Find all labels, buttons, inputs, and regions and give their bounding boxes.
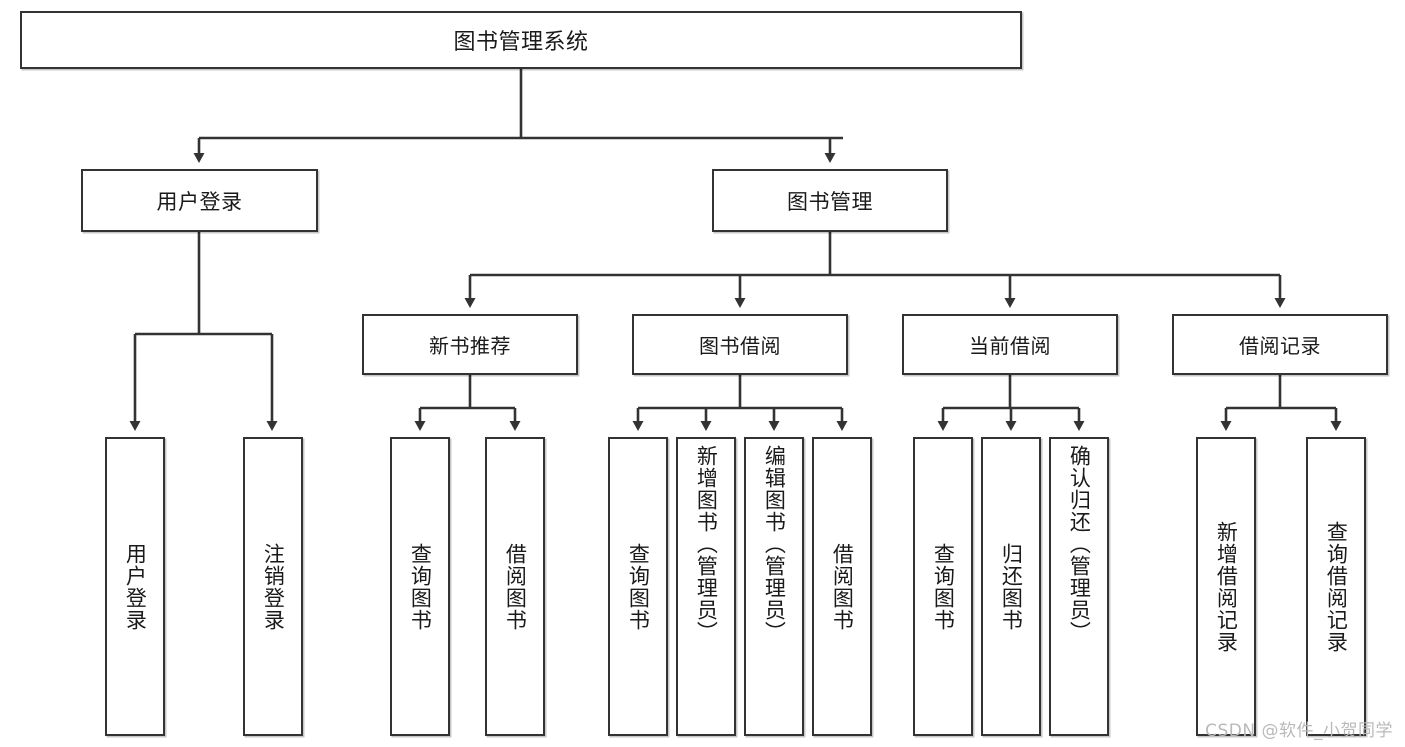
node-user-login-label: 用户登录 bbox=[156, 189, 243, 214]
node-new-book-rec[interactable]: 新书推荐 bbox=[362, 314, 578, 375]
leaf-query-book-2[interactable]: 查询图书 bbox=[608, 437, 668, 736]
node-current-borrow-label: 当前借阅 bbox=[969, 334, 1051, 358]
leaf-borrow-book-2[interactable]: 借阅图书 bbox=[812, 437, 872, 736]
node-user-login[interactable]: 用户登录 bbox=[81, 169, 318, 232]
node-root-label: 图书管理系统 bbox=[453, 30, 589, 55]
leaf-logout[interactable]: 注销登录 bbox=[243, 437, 303, 736]
leaf-logout-label: 注销登录 bbox=[261, 542, 286, 631]
leaf-add-book-label: 新增图书（管理员） bbox=[694, 445, 719, 643]
leaf-user-login[interactable]: 用户登录 bbox=[105, 437, 165, 736]
leaf-add-record[interactable]: 新增借阅记录 bbox=[1196, 437, 1256, 736]
leaf-confirm-return-label: 确认归还（管理员） bbox=[1067, 445, 1092, 643]
leaf-query-book-1[interactable]: 查询图书 bbox=[390, 437, 450, 736]
leaf-query-book-3-label: 查询图书 bbox=[931, 542, 956, 631]
leaf-return-book[interactable]: 归还图书 bbox=[981, 437, 1041, 736]
node-current-borrow[interactable]: 当前借阅 bbox=[902, 314, 1118, 375]
leaf-add-book[interactable]: 新增图书（管理员） bbox=[676, 437, 736, 736]
leaf-query-record-label: 查询借阅记录 bbox=[1324, 520, 1349, 653]
node-borrow-record[interactable]: 借阅记录 bbox=[1172, 314, 1388, 375]
leaf-borrow-book-2-label: 借阅图书 bbox=[830, 542, 855, 631]
watermark-text: CSDN @软件_小贺同学 bbox=[1205, 721, 1393, 741]
node-book-manage-label: 图书管理 bbox=[787, 189, 873, 214]
leaf-query-book-3[interactable]: 查询图书 bbox=[913, 437, 973, 736]
leaf-return-book-label: 归还图书 bbox=[999, 542, 1024, 631]
leaf-borrow-book-1[interactable]: 借阅图书 bbox=[485, 437, 545, 736]
node-book-manage[interactable]: 图书管理 bbox=[712, 169, 948, 232]
leaf-query-record[interactable]: 查询借阅记录 bbox=[1306, 437, 1366, 736]
node-book-borrow-label: 图书借阅 bbox=[699, 334, 781, 358]
leaf-query-book-2-label: 查询图书 bbox=[626, 542, 651, 631]
node-new-book-rec-label: 新书推荐 bbox=[429, 334, 511, 358]
node-borrow-record-label: 借阅记录 bbox=[1239, 334, 1321, 358]
node-book-borrow[interactable]: 图书借阅 bbox=[632, 314, 848, 375]
leaf-edit-book-label: 编辑图书（管理员） bbox=[762, 445, 787, 643]
leaf-confirm-return[interactable]: 确认归还（管理员） bbox=[1049, 437, 1109, 736]
node-root[interactable]: 图书管理系统 bbox=[20, 11, 1022, 69]
leaf-add-record-label: 新增借阅记录 bbox=[1214, 520, 1239, 653]
leaf-borrow-book-1-label: 借阅图书 bbox=[503, 542, 528, 631]
leaf-query-book-1-label: 查询图书 bbox=[408, 542, 433, 631]
leaf-edit-book[interactable]: 编辑图书（管理员） bbox=[744, 437, 804, 736]
leaf-user-login-label: 用户登录 bbox=[123, 542, 148, 631]
